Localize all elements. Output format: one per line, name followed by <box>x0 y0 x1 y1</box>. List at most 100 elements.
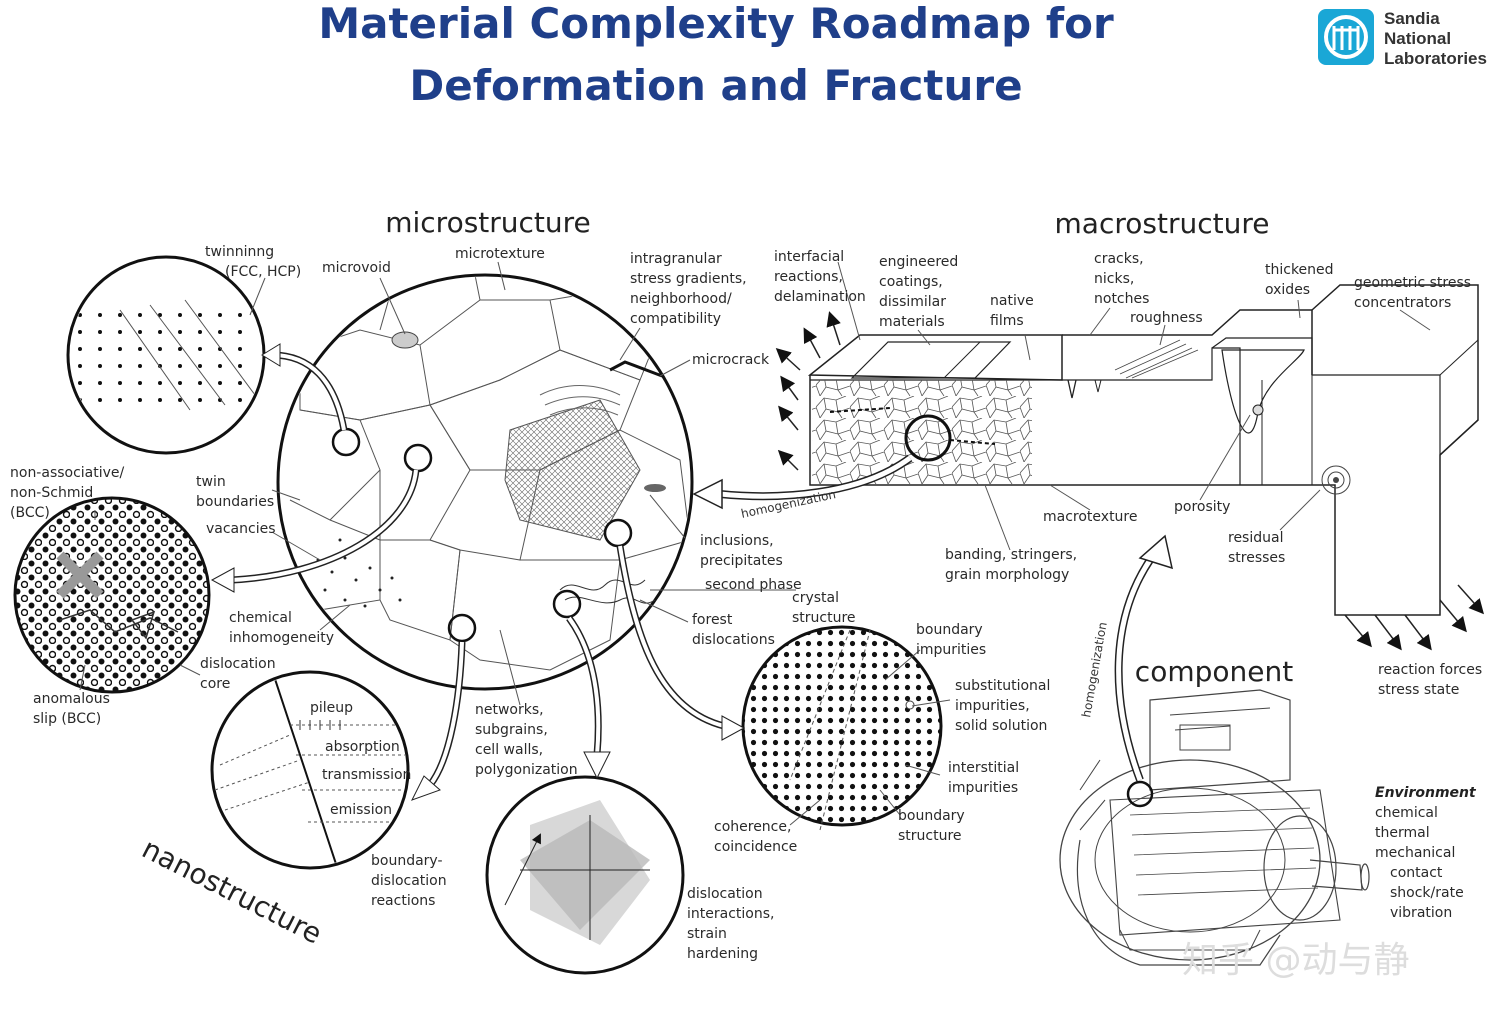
label-boundary-imp-1: boundary <box>916 622 983 638</box>
label-dis-int-4: hardening <box>687 946 758 962</box>
label-chemical-2: inhomogeneity <box>229 630 334 646</box>
label-bstruct-2: structure <box>898 828 962 844</box>
label-engineered-2: coatings, <box>879 274 943 290</box>
label-networks-1: networks, <box>475 702 544 718</box>
label-intragranular-4: compatibility <box>630 311 721 327</box>
twinning-circle <box>66 255 266 455</box>
crystal-structure-circle <box>741 625 943 831</box>
label-twinning-1: twinninng <box>205 244 274 260</box>
logo-text-1: Sandia <box>1384 9 1440 28</box>
logo-text-2: National <box>1384 29 1451 48</box>
label-vacancies: vacancies <box>206 521 276 537</box>
label-boundary-imp-2: impurities <box>916 642 986 658</box>
section-microstructure: microstructure <box>385 206 591 239</box>
label-residual-1: residual <box>1228 530 1283 546</box>
dislocation-interaction-circle <box>485 775 685 975</box>
label-twin-boundaries-2: boundaries <box>196 494 274 510</box>
vacancy-dots <box>316 538 402 608</box>
title-line-2: Deformation and Fracture <box>409 61 1022 110</box>
label-inter-1: interstitial <box>948 760 1019 776</box>
label-dis-int-3: strain <box>687 926 727 942</box>
label-intragranular-1: intragranular <box>630 251 722 267</box>
label-dis-int-1: dislocation <box>687 886 763 902</box>
nano-labels: non-associative/ non-Schmid (BCC) anomal… <box>10 465 1050 962</box>
micro-labels: twinninng (FCC, HCP) microvoid microtext… <box>196 244 802 778</box>
label-networks-2: subgrains, <box>475 722 548 738</box>
label-porosity: porosity <box>1174 499 1230 515</box>
label-microvoid: microvoid <box>322 260 391 276</box>
label-dislocation-core-2: core <box>200 676 230 692</box>
label-intragranular-3: neighborhood/ <box>630 291 732 307</box>
environment-heading: Environment <box>1375 785 1477 801</box>
section-component: component <box>1135 655 1293 688</box>
label-forest-1: forest <box>692 612 733 628</box>
environment-list: Environment chemical thermal mechanical … <box>1375 785 1477 921</box>
label-bdr-1: boundary- <box>371 853 443 869</box>
label-inter-2: impurities <box>948 780 1018 796</box>
macrostructure-block <box>775 284 1484 651</box>
label-emission: emission <box>330 802 392 818</box>
zoom-arrows <box>210 343 746 801</box>
boundary-dislocation-circle <box>210 670 410 870</box>
label-geometric-1: geometric stress <box>1354 275 1471 291</box>
title-line-1: Material Complexity Roadmap for <box>318 0 1114 48</box>
label-microcrack: microcrack <box>692 352 770 368</box>
label-absorption: absorption <box>325 739 400 755</box>
leader-lines <box>79 261 1431 826</box>
label-engineered-1: engineered <box>879 254 958 270</box>
label-reaction-1: reaction forces <box>1378 662 1482 678</box>
label-crystal-1: crystal <box>792 590 839 606</box>
label-dis-int-2: interactions, <box>687 906 774 922</box>
label-geometric-2: concentrators <box>1354 295 1451 311</box>
component-motor <box>1059 689 1370 966</box>
label-coherence-2: coincidence <box>714 839 797 855</box>
label-bstruct-1: boundary <box>898 808 965 824</box>
label-roughness: roughness <box>1130 310 1203 326</box>
label-transmission: transmission <box>322 767 411 783</box>
label-pileup: pileup <box>310 700 353 716</box>
label-anomalous-2: slip (BCC) <box>33 711 101 727</box>
label-engineered-4: materials <box>879 314 945 330</box>
microstructure-circle <box>276 273 694 691</box>
label-anomalous-1: anomalous <box>33 691 110 707</box>
label-cracks-1: cracks, <box>1094 251 1144 267</box>
environment-item: vibration <box>1390 905 1452 921</box>
environment-item: chemical <box>1375 805 1438 821</box>
label-native-1: native <box>990 293 1034 309</box>
environment-item: thermal <box>1375 825 1430 841</box>
label-nonassoc-1: non-associative/ <box>10 465 125 481</box>
label-reaction-2: stress state <box>1378 682 1459 698</box>
label-twinning-2: (FCC, HCP) <box>225 264 301 280</box>
label-banding-2: grain morphology <box>945 567 1069 583</box>
label-banding-1: banding, stringers, <box>945 547 1077 563</box>
label-coherence-1: coherence, <box>714 819 791 835</box>
label-cracks-2: nicks, <box>1094 271 1134 287</box>
sandia-logo: Sandia National Laboratories <box>1318 9 1487 68</box>
label-nonassoc-3: (BCC) <box>10 505 50 521</box>
logo-text-3: Laboratories <box>1384 49 1487 68</box>
label-interfacial-2: reactions, <box>774 269 843 285</box>
label-networks-3: cell walls, <box>475 742 543 758</box>
label-subst-3: solid solution <box>955 718 1047 734</box>
bcc-nano-circle <box>13 496 211 694</box>
label-twin-boundaries-1: twin <box>196 474 226 490</box>
section-macrostructure: macrostructure <box>1055 207 1270 240</box>
label-bdr-3: reactions <box>371 893 435 909</box>
label-nonassoc-2: non-Schmid <box>10 485 93 501</box>
label-engineered-3: dissimilar <box>879 294 946 310</box>
label-cracks-3: notches <box>1094 291 1149 307</box>
label-interfacial-3: delamination <box>774 289 866 305</box>
label-thickened-1: thickened <box>1265 262 1334 278</box>
label-forest-2: dislocations <box>692 632 775 648</box>
label-intragranular-2: stress gradients, <box>630 271 747 287</box>
label-macrotexture: macrotexture <box>1043 509 1138 525</box>
label-inclusions-2: precipitates <box>700 553 783 569</box>
label-second-phase: second phase <box>705 577 802 593</box>
watermark: 知乎 @动与静 <box>1182 940 1409 981</box>
label-dislocation-core-1: dislocation <box>200 656 276 672</box>
label-residual-2: stresses <box>1228 550 1285 566</box>
label-subst-1: substitutional <box>955 678 1050 694</box>
label-subst-2: impurities, <box>955 698 1030 714</box>
macro-labels: interfacial reactions, delamination engi… <box>774 249 1482 698</box>
